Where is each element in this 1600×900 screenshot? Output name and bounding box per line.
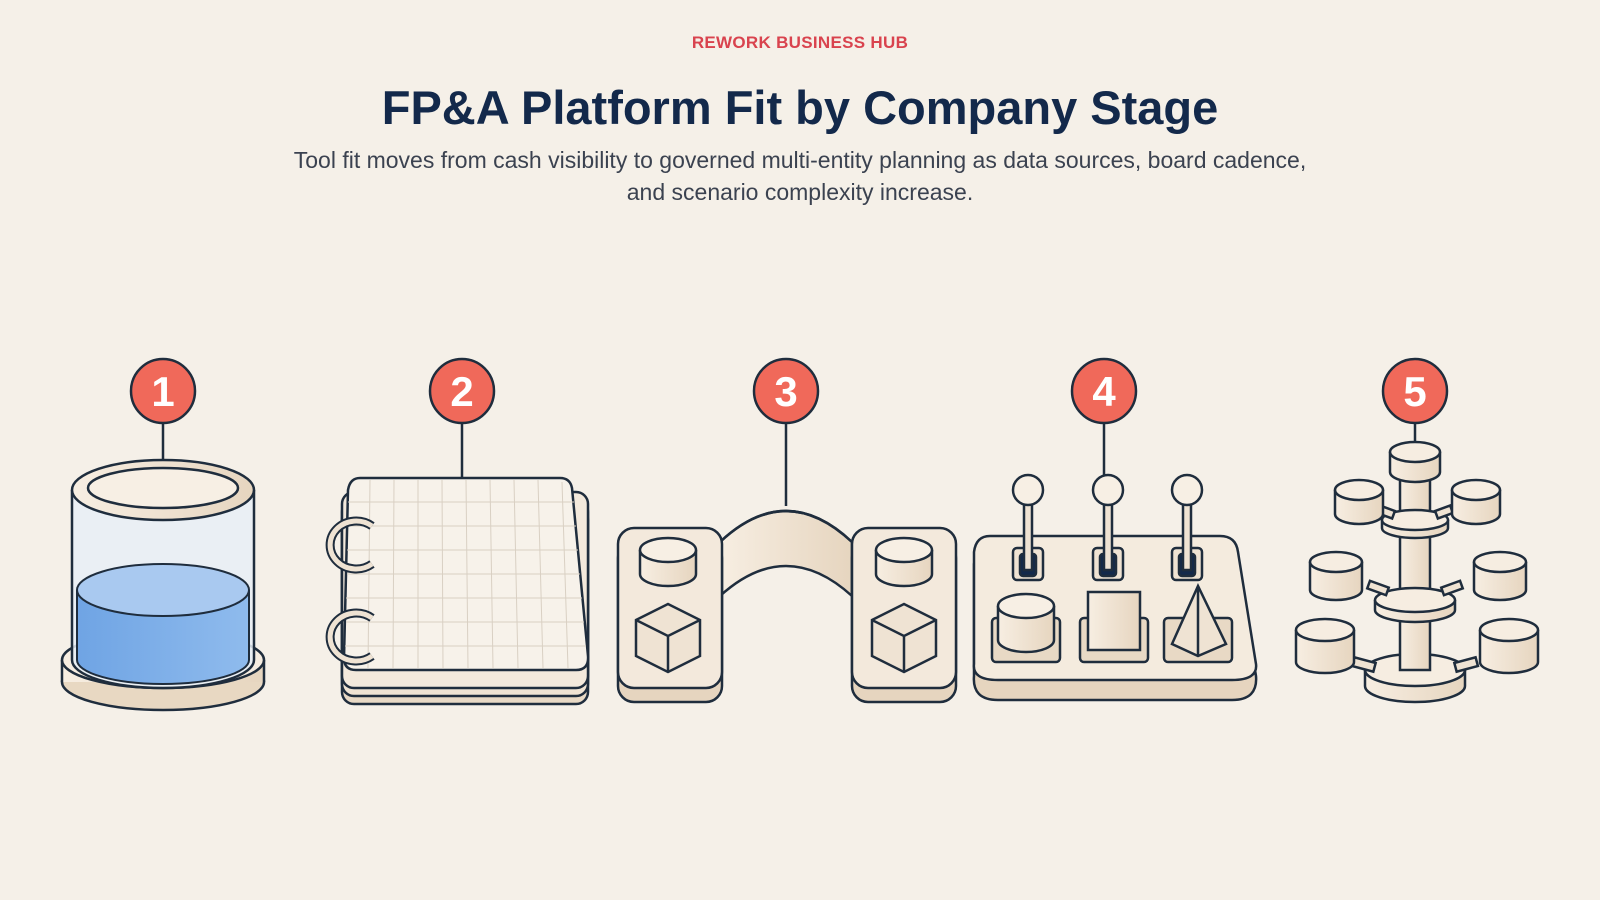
stage-3: 3 — [616, 357, 958, 704]
stage-1-number: 1 — [151, 368, 174, 415]
stage-3-badge: 3 — [752, 357, 820, 425]
stage-2-badge: 2 — [428, 357, 496, 425]
stage-2: 2 — [325, 357, 590, 706]
stage-5: 5 — [1294, 357, 1540, 704]
page-subtitle: Tool fit moves from cash visibility to g… — [293, 147, 1307, 205]
scenario-control-board-icon — [972, 473, 1258, 702]
stage-5-badge: 5 — [1381, 357, 1449, 425]
connected-blocks-icon — [616, 509, 958, 704]
spreadsheet-notebook-icon — [325, 476, 590, 706]
stage-4: 4 — [972, 357, 1258, 702]
stage-2-number: 2 — [450, 368, 473, 415]
stage-5-number: 5 — [1403, 368, 1426, 415]
multi-entity-hub-icon — [1294, 440, 1540, 704]
cash-jar-icon — [60, 458, 266, 712]
stage-4-badge: 4 — [1070, 357, 1138, 425]
stage-4-number: 4 — [1092, 368, 1116, 415]
stage-diagram: 1 — [60, 357, 1540, 712]
stage-1: 1 — [60, 357, 266, 712]
stage-3-number: 3 — [774, 368, 797, 415]
page-title: FP&A Platform Fit by Company Stage — [381, 81, 1219, 134]
eyebrow-label: REWORK BUSINESS HUB — [691, 33, 909, 52]
stage-1-badge: 1 — [129, 357, 197, 425]
